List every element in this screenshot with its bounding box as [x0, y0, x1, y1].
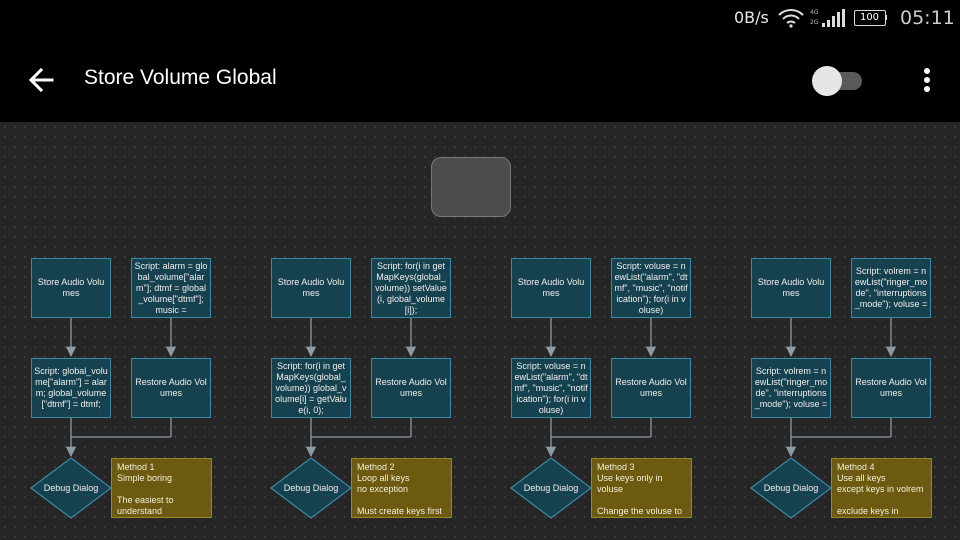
script-bottom-node[interactable]: Script: voluse = newList("alarm", "dtmf"… [511, 358, 591, 418]
signal-label-2g: 2G [810, 19, 819, 26]
debug-dialog-diamond[interactable] [749, 456, 833, 520]
clock: 05:11 [900, 7, 955, 29]
restore-audio-volumes-node[interactable]: Restore Audio Volumes [851, 358, 931, 418]
debug-dialog-diamond[interactable] [509, 456, 593, 520]
page-title: Store Volume Global [84, 66, 277, 89]
cell-signal-icon: 4G 2G [810, 9, 846, 29]
debug-dialog-label: Debug Dialog [283, 483, 339, 493]
store-audio-volumes-node[interactable]: Store Audio Volumes [511, 258, 591, 318]
debug-dialog-label: Debug Dialog [523, 483, 579, 493]
script-top-node[interactable]: Script: volrem = newList("ringer_mode", … [851, 258, 931, 318]
restore-audio-volumes-node[interactable]: Restore Audio Volumes [131, 358, 211, 418]
restore-audio-volumes-node[interactable]: Restore Audio Volumes [371, 358, 451, 418]
battery-level: 100 [859, 12, 880, 23]
toggle-knob [812, 66, 842, 96]
script-top-node[interactable]: Script: alarm = global_volume["alarm"]; … [131, 258, 211, 318]
script-bottom-node[interactable]: Script: global_volume["alarm"] = alarm; … [31, 358, 111, 418]
more-vert-icon[interactable] [914, 64, 940, 96]
wifi-icon [778, 9, 804, 28]
status-bar: 0B/s 4G 2G 100 05:11 [0, 0, 960, 38]
enable-toggle[interactable] [812, 66, 864, 96]
method-note[interactable]: Method 1 Simple boring The easiest to un… [111, 458, 212, 518]
debug-dialog-diamond[interactable] [269, 456, 353, 520]
restore-audio-volumes-node[interactable]: Restore Audio Volumes [611, 358, 691, 418]
store-audio-volumes-node[interactable]: Store Audio Volumes [31, 258, 111, 318]
script-bottom-node[interactable]: Script: for(i in getMapKeys(global_volum… [271, 358, 351, 418]
script-top-node[interactable]: Script: for(i in getMapKeys(global_volum… [371, 258, 451, 318]
network-speed: 0B/s [734, 8, 769, 27]
method-note[interactable]: Method 3 Use keys only in voluse Change … [591, 458, 692, 518]
store-audio-volumes-node[interactable]: Store Audio Volumes [751, 258, 831, 318]
script-bottom-node[interactable]: Script: volrem = newList("ringer_mode", … [751, 358, 831, 418]
battery-icon: 100 [854, 10, 887, 26]
script-top-node[interactable]: Script: voluse = newList("alarm", "dtmf"… [611, 258, 691, 318]
signal-label-4g: 4G [810, 9, 819, 16]
method-note[interactable]: Method 2 Loop all keys no exception Must… [351, 458, 452, 518]
store-audio-volumes-node[interactable]: Store Audio Volumes [271, 258, 351, 318]
app-bar: Store Volume Global [0, 38, 960, 122]
arrow-left-icon[interactable] [24, 64, 60, 96]
method-note[interactable]: Method 4 Use all keys except keys in vol… [831, 458, 932, 518]
debug-dialog-label: Debug Dialog [43, 483, 99, 493]
debug-dialog-label: Debug Dialog [763, 483, 819, 493]
start-node[interactable] [431, 157, 511, 217]
debug-dialog-diamond[interactable] [29, 456, 113, 520]
